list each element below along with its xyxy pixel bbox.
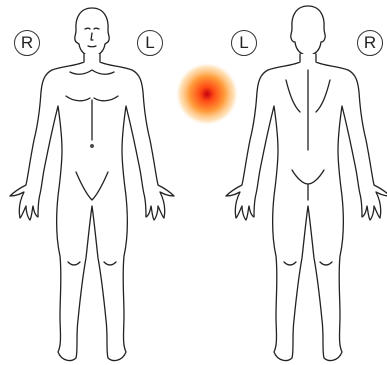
label-back-right: R	[357, 30, 383, 56]
front-body-figure	[10, 8, 174, 360]
label-front-right: R	[14, 30, 40, 56]
label-back-left: L	[231, 30, 257, 56]
label-front-left: L	[137, 30, 163, 56]
pain-marker	[175, 62, 239, 126]
back-body-figure	[226, 6, 387, 360]
